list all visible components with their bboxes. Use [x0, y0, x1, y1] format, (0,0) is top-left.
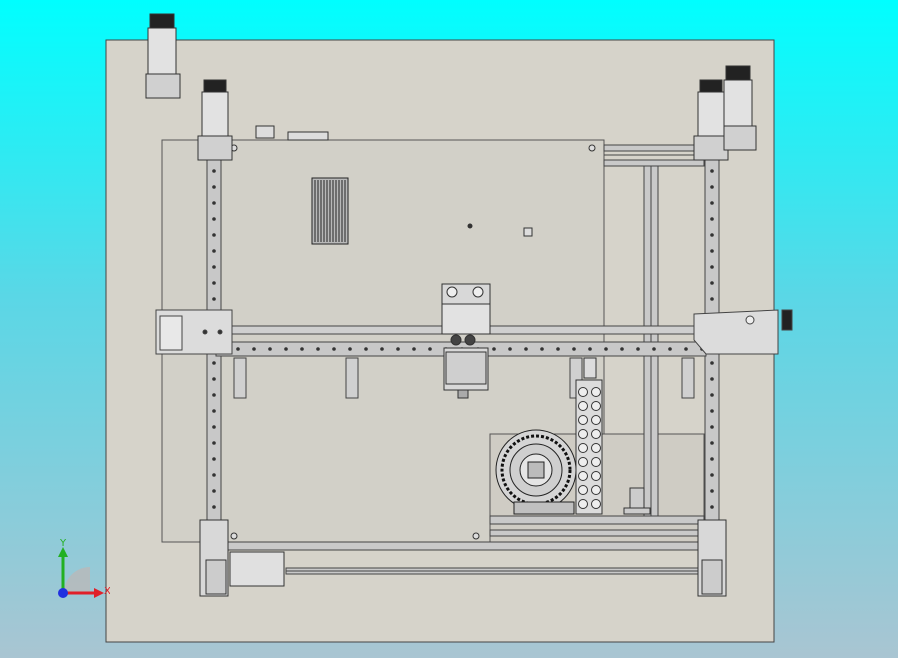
panel-small-parts	[230, 125, 596, 540]
coordinate-triad: Y X	[58, 538, 110, 598]
motor-right-rail	[693, 79, 729, 161]
tool-carousel	[495, 429, 577, 515]
top-rail	[603, 144, 705, 167]
z-axis-dot	[58, 588, 68, 598]
triad-arc	[64, 567, 90, 593]
gantry-hangers	[233, 357, 695, 399]
x-axis-label: X	[104, 586, 110, 597]
motor-left-rail	[197, 79, 233, 161]
small-motor	[623, 487, 651, 515]
y-axis-label: Y	[59, 538, 67, 549]
motor-top-left	[145, 13, 181, 99]
tool-carriage	[441, 283, 491, 399]
vent-grille	[311, 177, 349, 245]
bottom-right-block	[697, 519, 727, 597]
tool-rack	[575, 357, 603, 515]
bottom-left-block	[199, 519, 285, 597]
gantry-left-end-plate	[155, 309, 233, 355]
gantry-right-end-plate	[693, 309, 793, 355]
vertical-profile-center	[643, 165, 659, 517]
motor-top-right	[723, 65, 757, 151]
